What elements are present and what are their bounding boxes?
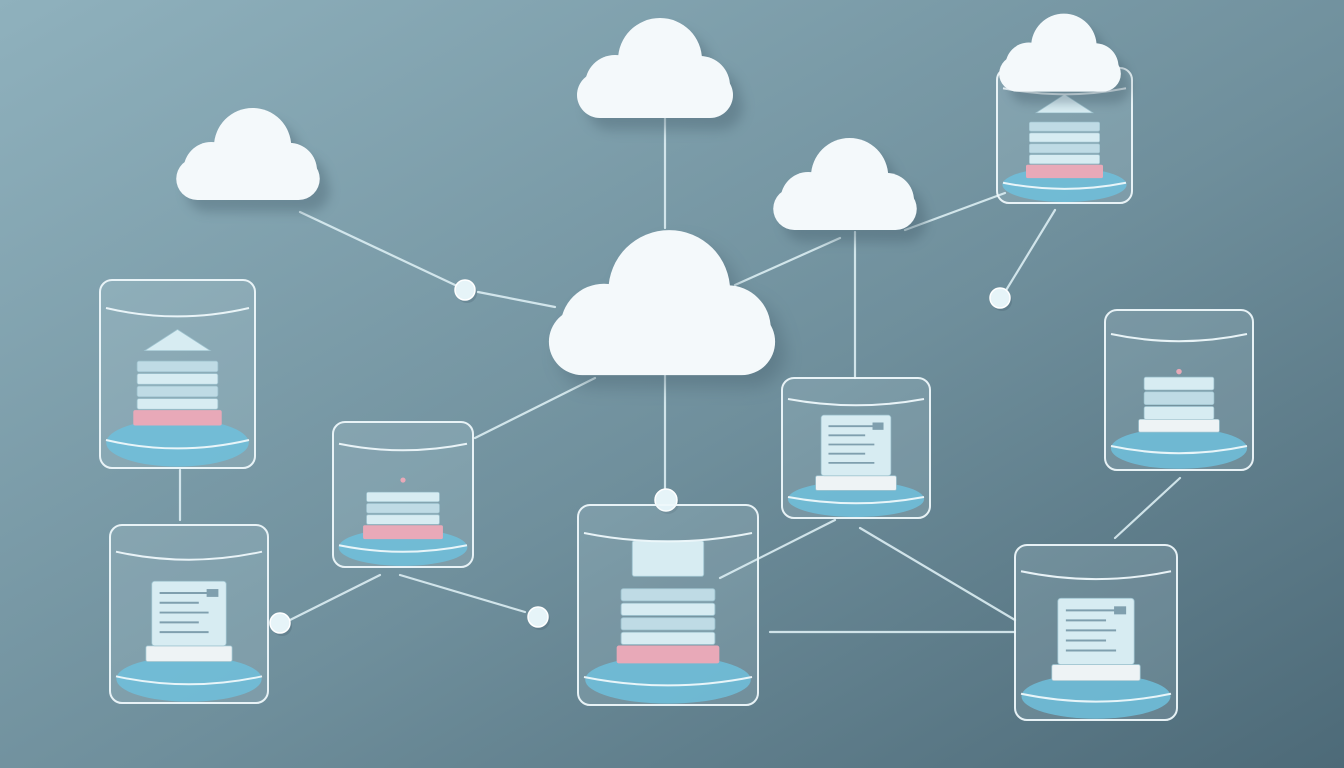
box-outline [1014, 544, 1178, 721]
box-top-edge [105, 307, 250, 318]
server-icon [1138, 368, 1220, 433]
box-top-edge [1110, 333, 1248, 343]
box-center-right [781, 377, 931, 519]
box-right-lower [1014, 544, 1178, 721]
server-icon [815, 414, 897, 491]
node-4 [269, 612, 292, 636]
box-outline [577, 504, 759, 706]
box-outline [1104, 309, 1254, 471]
connector-line [733, 236, 842, 287]
server-icon [1051, 597, 1141, 682]
box-left-upper [99, 279, 256, 469]
box-floor [106, 419, 249, 467]
connector-line [398, 573, 527, 614]
cloud-left [176, 107, 330, 212]
box-bottom-edge [583, 676, 753, 687]
cloud-right [773, 137, 927, 242]
connector-line [1003, 208, 1057, 294]
box-top-edge [1020, 570, 1172, 581]
connector-line [858, 526, 1017, 622]
box-floor [1021, 674, 1171, 719]
box-floor [585, 656, 751, 704]
cloud-topright [999, 13, 1131, 104]
box-left-lower [109, 524, 269, 704]
connector-line [298, 210, 457, 287]
box-outline [109, 524, 269, 704]
node-1 [454, 279, 477, 303]
box-top-edge [787, 398, 925, 407]
box-top-edge [115, 550, 263, 561]
box-bottom-edge [105, 439, 250, 450]
server-icon [133, 329, 222, 426]
server-icon [363, 477, 443, 540]
server-icon [616, 540, 720, 664]
connector-line [476, 290, 557, 309]
box-bottom-edge [338, 544, 468, 553]
box-outline [332, 421, 474, 568]
box-top-edge [583, 532, 753, 543]
box-bottom-edge [1020, 692, 1172, 703]
connector-lines [178, 116, 1182, 634]
box-outline [781, 377, 931, 519]
box-center [577, 504, 759, 706]
connector-line [718, 518, 837, 580]
connector-line [1113, 476, 1182, 540]
node-2 [989, 287, 1012, 311]
box-center-left [332, 421, 474, 568]
node-5 [527, 606, 550, 630]
server-icon [145, 580, 233, 662]
cloud-center [548, 230, 786, 388]
box-bottom-edge [1002, 181, 1127, 190]
box-bottom-edge [787, 496, 925, 505]
connector-line [473, 376, 597, 440]
box-bottom-edge [1110, 445, 1248, 455]
box-floor [116, 656, 262, 702]
box-floor [1110, 428, 1248, 469]
box-bottom-edge [115, 675, 263, 686]
box-outline [99, 279, 256, 469]
cloud-top [577, 18, 743, 130]
connector-line [288, 573, 382, 622]
box-right-middle [1104, 309, 1254, 471]
box-top-edge [338, 442, 468, 452]
